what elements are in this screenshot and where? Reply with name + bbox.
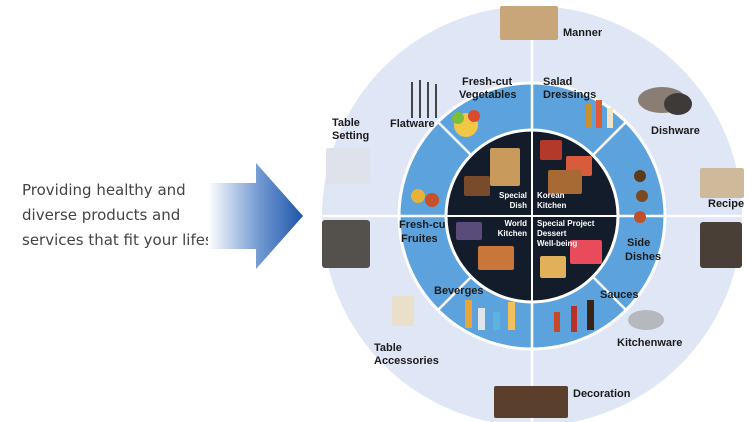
label-side-dishes-2: Dishes: [625, 251, 661, 263]
label-salad-dressings-1: Salad: [543, 76, 572, 88]
intro-line-2: diverse products and: [22, 206, 181, 224]
label-salad-dressings-2: Dressings: [543, 89, 596, 101]
label-manner: Manner: [563, 27, 603, 39]
label-dessert: Dessert: [537, 229, 567, 238]
outer-ring-images: [322, 6, 744, 418]
label-sauces: Sauces: [600, 289, 639, 301]
label-fresh-cut-vegetables-2: Vegetables: [459, 89, 516, 101]
label-world-kitchen-1: World: [504, 219, 527, 228]
label-table-accessories-1: Table: [374, 342, 402, 354]
label-recipe: Recipe: [708, 198, 744, 210]
label-decoration: Decoration: [573, 388, 631, 400]
label-kitchenware: Kitchenware: [617, 337, 682, 349]
label-fresh-cut-vegetables-1: Fresh-cut: [462, 76, 512, 88]
label-korean-kitchen-2: Kitchen: [537, 201, 566, 210]
label-well-being: Well-being: [537, 239, 577, 248]
right-arrow-icon: [208, 163, 303, 269]
label-special-dish-1: Special: [499, 191, 527, 200]
middle-product-images: [411, 100, 648, 332]
label-flatware: Flatware: [390, 118, 435, 130]
inner-dividers: [446, 130, 618, 302]
inner-product-images: [456, 140, 602, 278]
label-table-setting-2: Setting: [332, 130, 369, 142]
label-special-project: Special Project: [537, 219, 595, 228]
label-beverges: Beverges: [434, 285, 484, 297]
label-korean-kitchen-1: Korean: [537, 191, 565, 200]
label-table-accessories-2: Accessories: [374, 355, 439, 367]
label-special-dish-2: Dish: [510, 201, 527, 210]
intro-line-3: services that fit your lifestyle: [22, 231, 241, 249]
label-dishware: Dishware: [651, 125, 700, 137]
label-side-dishes-1: Side: [627, 237, 650, 249]
label-world-kitchen-2: Kitchen: [498, 229, 527, 238]
label-table-setting-1: Table: [332, 117, 360, 129]
intro-line-1: Providing healthy and: [22, 181, 186, 199]
label-fresh-cut-fruites-2: Fruites: [401, 233, 438, 245]
label-fresh-cut-fruites-1: Fresh-cu: [399, 219, 445, 231]
intro-text: Providing healthy and diverse products a…: [22, 178, 252, 253]
